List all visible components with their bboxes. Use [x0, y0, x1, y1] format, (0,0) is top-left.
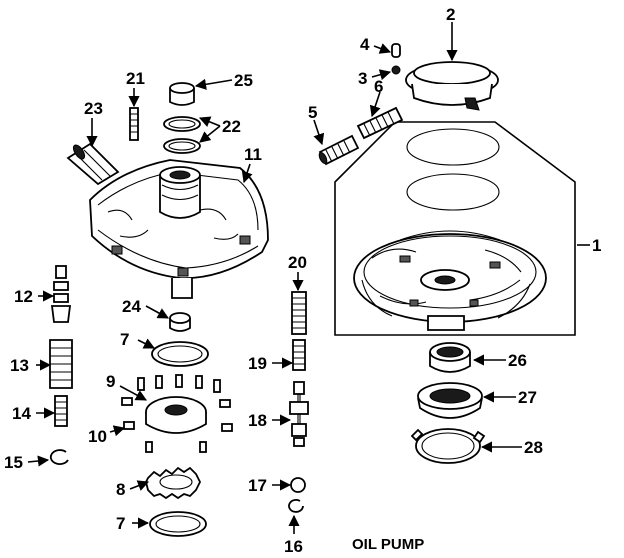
part-19-spring — [292, 339, 306, 371]
callout-11: 11 — [244, 145, 262, 164]
callout-12: 12 — [14, 287, 33, 306]
part-2-retaining-ring — [405, 61, 499, 111]
part-7-seal-lower — [149, 511, 207, 537]
part-15-clip — [49, 449, 69, 465]
callout-13: 13 — [10, 356, 29, 375]
callout-27: 27 — [518, 388, 537, 407]
part-17-ring — [290, 477, 306, 493]
part-11-pump-cover — [89, 159, 269, 299]
callout-18: 18 — [248, 411, 267, 430]
part-18-valve — [289, 381, 309, 447]
callout-16: 16 — [284, 537, 303, 556]
callout-14: 14 — [12, 404, 31, 423]
callout-25: 25 — [234, 71, 253, 90]
callout-2: 2 — [446, 5, 455, 24]
part-1-pump-body-assembly — [334, 121, 576, 336]
callout-21: 21 — [126, 69, 145, 88]
part-3-small-ball — [391, 65, 401, 75]
callout-7-lower: 7 — [116, 514, 125, 533]
callout-28: 28 — [524, 438, 543, 457]
part-20-spring — [291, 291, 307, 335]
part-16-clip — [288, 499, 304, 513]
part-26-bushing — [429, 342, 471, 373]
part-23-spring — [66, 142, 120, 186]
callout-labels: 1 2 3 4 5 6 7 7 8 9 10 11 12 13 14 15 16… — [4, 5, 601, 556]
part-10-vanes — [121, 374, 233, 453]
callout-leaders — [27, 22, 590, 534]
callout-15: 15 — [4, 453, 23, 472]
part-6-spring — [356, 106, 404, 140]
part-25-bushing — [169, 82, 195, 106]
diagram-caption: OIL PUMP — [352, 536, 424, 553]
callout-1: 1 — [592, 236, 601, 255]
part-28-seal-ring — [410, 428, 486, 464]
callout-10: 10 — [88, 427, 107, 446]
callout-8: 8 — [116, 480, 125, 499]
callout-7-upper: 7 — [120, 330, 129, 349]
part-8-gear — [145, 466, 202, 500]
part-24-bushing — [169, 312, 191, 332]
callout-6: 6 — [374, 77, 383, 96]
part-27-seal — [417, 382, 483, 419]
callout-26: 26 — [508, 351, 527, 370]
callout-3: 3 — [358, 69, 367, 88]
callout-9: 9 — [106, 372, 115, 391]
callout-24: 24 — [122, 297, 141, 316]
callout-19: 19 — [248, 354, 267, 373]
callout-5: 5 — [308, 103, 317, 122]
part-7-seal-upper — [151, 341, 209, 367]
callout-23: 23 — [84, 99, 103, 118]
part-13-spring — [49, 339, 73, 389]
part-9-rotor — [145, 396, 207, 434]
part-14-spring — [54, 395, 68, 427]
callout-4: 4 — [360, 35, 370, 54]
part-12-valve — [50, 265, 72, 323]
callout-17: 17 — [248, 476, 267, 495]
callout-22: 22 — [222, 117, 241, 136]
part-21-bolt — [129, 107, 139, 141]
part-22-seal-rings — [163, 116, 201, 154]
part-4-small-plug — [391, 43, 401, 58]
part-5-spring — [318, 134, 360, 166]
callout-20: 20 — [288, 253, 307, 272]
